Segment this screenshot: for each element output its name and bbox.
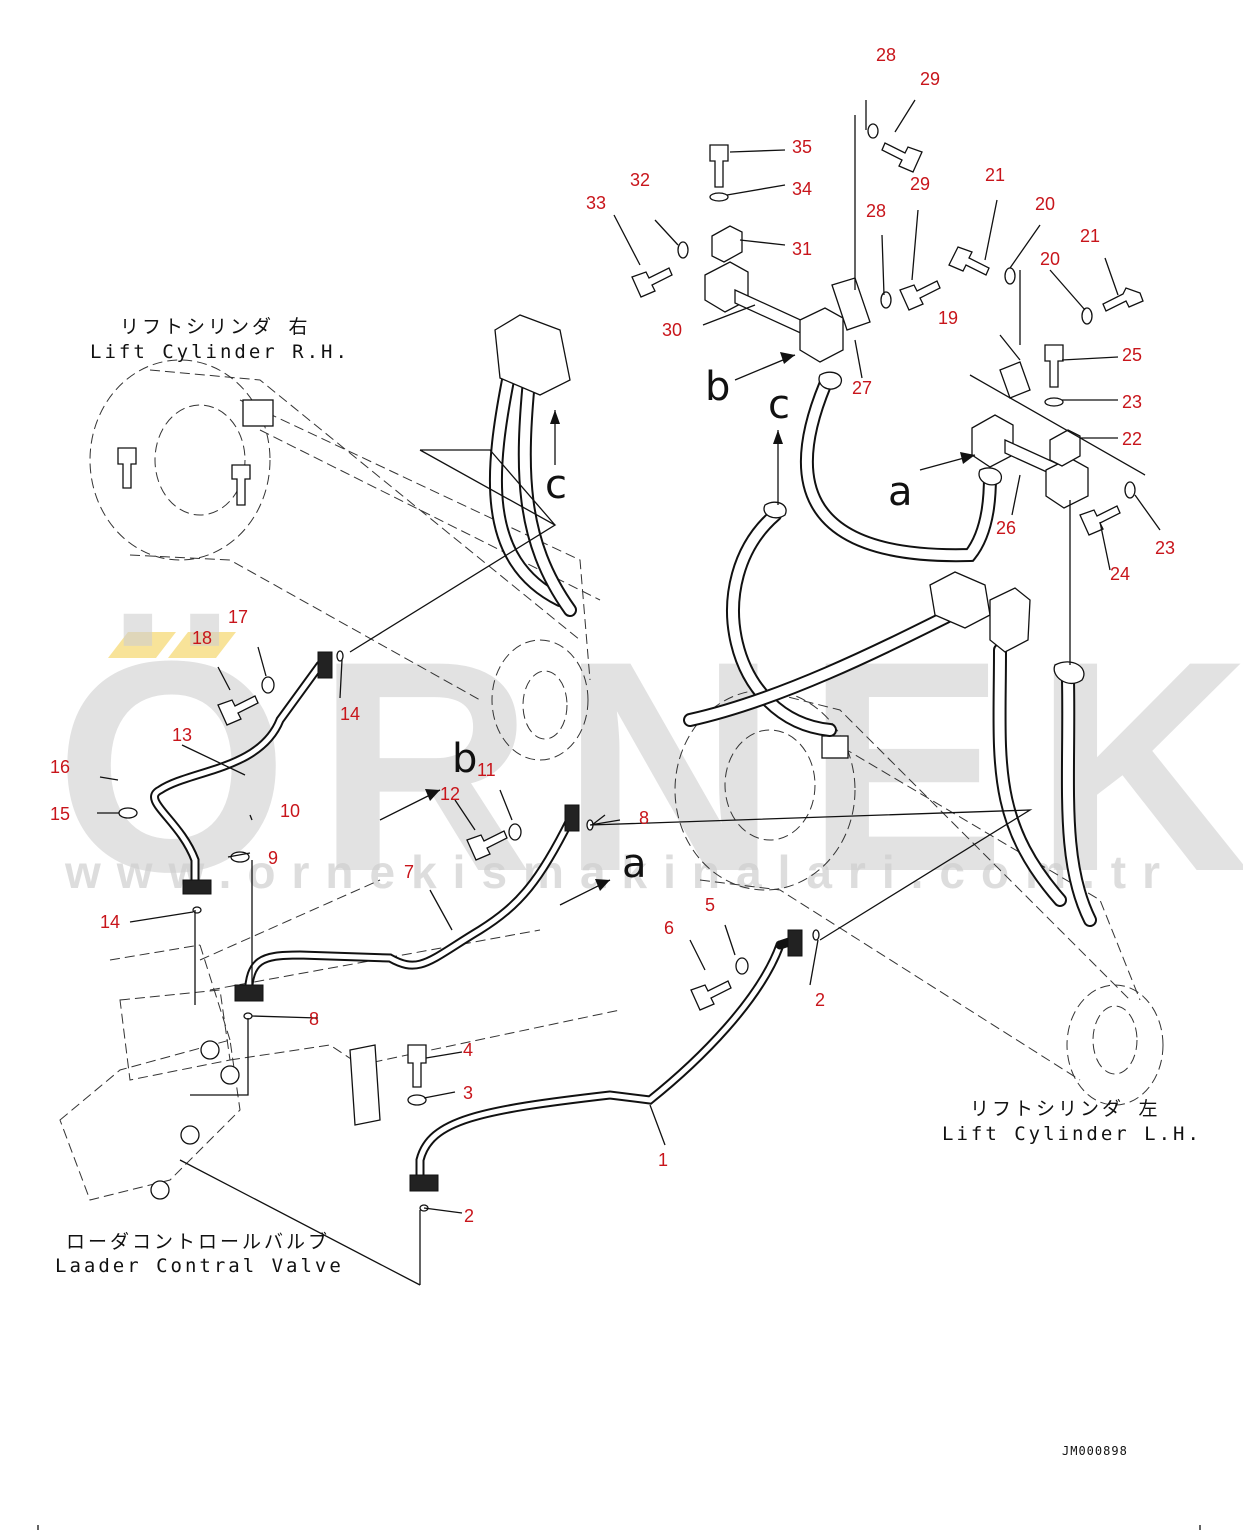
bolt-10 xyxy=(231,464,251,506)
bolt-4 xyxy=(407,1044,427,1088)
pipe-assembly-30 xyxy=(631,123,941,390)
callout-4: 4 xyxy=(463,1040,473,1060)
callout-30: 30 xyxy=(662,320,682,340)
callout-9: 9 xyxy=(268,848,278,868)
bolt-6 xyxy=(690,980,732,1011)
letter-a-lower: a xyxy=(622,841,647,887)
letter-b-upper: b xyxy=(705,364,730,410)
leader-lines xyxy=(97,99,1161,1286)
callout-13: 13 xyxy=(172,725,192,745)
letter-b-lower: b xyxy=(452,736,477,782)
callout-27: 27 xyxy=(852,378,872,398)
callout-23: 23 xyxy=(1122,392,1142,412)
pipes xyxy=(150,660,800,1185)
bolt-16 xyxy=(117,447,137,489)
letter-c-lower: c xyxy=(545,462,567,508)
assembly-labels: リフトシリンダ 右 Lift Cylinder R.H. リフトシリンダ 左 L… xyxy=(55,316,1202,1458)
callout-28: 28 xyxy=(866,201,886,221)
callout-28: 28 xyxy=(876,45,896,65)
drawing-code: JM000898 xyxy=(1062,1444,1128,1458)
hoses xyxy=(488,363,1097,927)
callout-20: 20 xyxy=(1040,249,1060,269)
connection-letters: b c a c b a xyxy=(452,364,913,887)
callout-19: 19 xyxy=(938,308,958,328)
watermark-url: www.ornekismakinalari.com.tr xyxy=(64,846,1176,898)
callout-11: 11 xyxy=(477,760,496,780)
callouts: 1 2 2 3 4 5 6 7 8 8 9 10 11 12 13 14 14 … xyxy=(50,45,1175,1226)
callout-8: 8 xyxy=(309,1009,319,1029)
callout-15: 15 xyxy=(50,804,70,824)
callout-26: 26 xyxy=(996,518,1016,538)
bolt-18 xyxy=(217,695,259,726)
callout-31: 31 xyxy=(792,239,812,259)
callout-21: 21 xyxy=(985,165,1005,185)
callout-12: 12 xyxy=(440,784,460,804)
callout-32: 32 xyxy=(630,170,650,190)
callout-35: 35 xyxy=(792,137,812,157)
callout-10: 10 xyxy=(280,801,300,821)
callout-25: 25 xyxy=(1122,345,1142,365)
callout-14: 14 xyxy=(340,704,360,724)
callout-5: 5 xyxy=(705,895,715,915)
callout-29: 29 xyxy=(910,174,930,194)
callout-21: 21 xyxy=(1080,226,1100,246)
callout-14: 14 xyxy=(100,912,120,932)
callout-2: 2 xyxy=(815,990,825,1010)
letter-c-upper: c xyxy=(768,382,790,428)
watermark-accent xyxy=(168,632,236,658)
callout-6: 6 xyxy=(664,918,674,938)
callout-1: 1 xyxy=(658,1150,668,1170)
lift-cylinder-lh xyxy=(674,689,1164,1106)
pipe-assembly-26 xyxy=(948,246,1144,685)
letter-a-upper: a xyxy=(888,469,913,515)
callout-16: 16 xyxy=(50,757,70,777)
callout-22: 22 xyxy=(1122,429,1142,449)
callout-17: 17 xyxy=(228,607,248,627)
callout-7: 7 xyxy=(404,862,414,882)
callout-34: 34 xyxy=(792,179,812,199)
callout-24: 24 xyxy=(1110,564,1130,584)
fittings xyxy=(117,447,820,1212)
label-loader-valve-en: Laader Contral Valve xyxy=(55,1255,344,1277)
label-lift-cylinder-rh-en: Lift Cylinder R.H. xyxy=(90,341,350,363)
callout-33: 33 xyxy=(586,193,606,213)
corner-marks xyxy=(37,1525,1201,1530)
label-loader-valve-jp: ローダコントロールバルブ xyxy=(66,1230,330,1253)
callout-29: 29 xyxy=(920,69,940,89)
label-lift-cylinder-lh-jp: リフトシリンダ 左 xyxy=(970,1098,1160,1120)
callout-3: 3 xyxy=(463,1083,473,1103)
callout-23: 23 xyxy=(1155,538,1175,558)
label-lift-cylinder-lh-en: Lift Cylinder L.H. xyxy=(942,1123,1202,1145)
callout-18: 18 xyxy=(192,628,212,648)
bolt-12 xyxy=(466,830,508,861)
cylinder-valves xyxy=(349,314,1031,1126)
label-lift-cylinder-rh-jp: リフトシリンダ 右 xyxy=(120,316,310,338)
callout-8: 8 xyxy=(639,808,649,828)
watermark-accent xyxy=(108,632,176,658)
callout-2: 2 xyxy=(464,1206,474,1226)
callout-20: 20 xyxy=(1035,194,1055,214)
